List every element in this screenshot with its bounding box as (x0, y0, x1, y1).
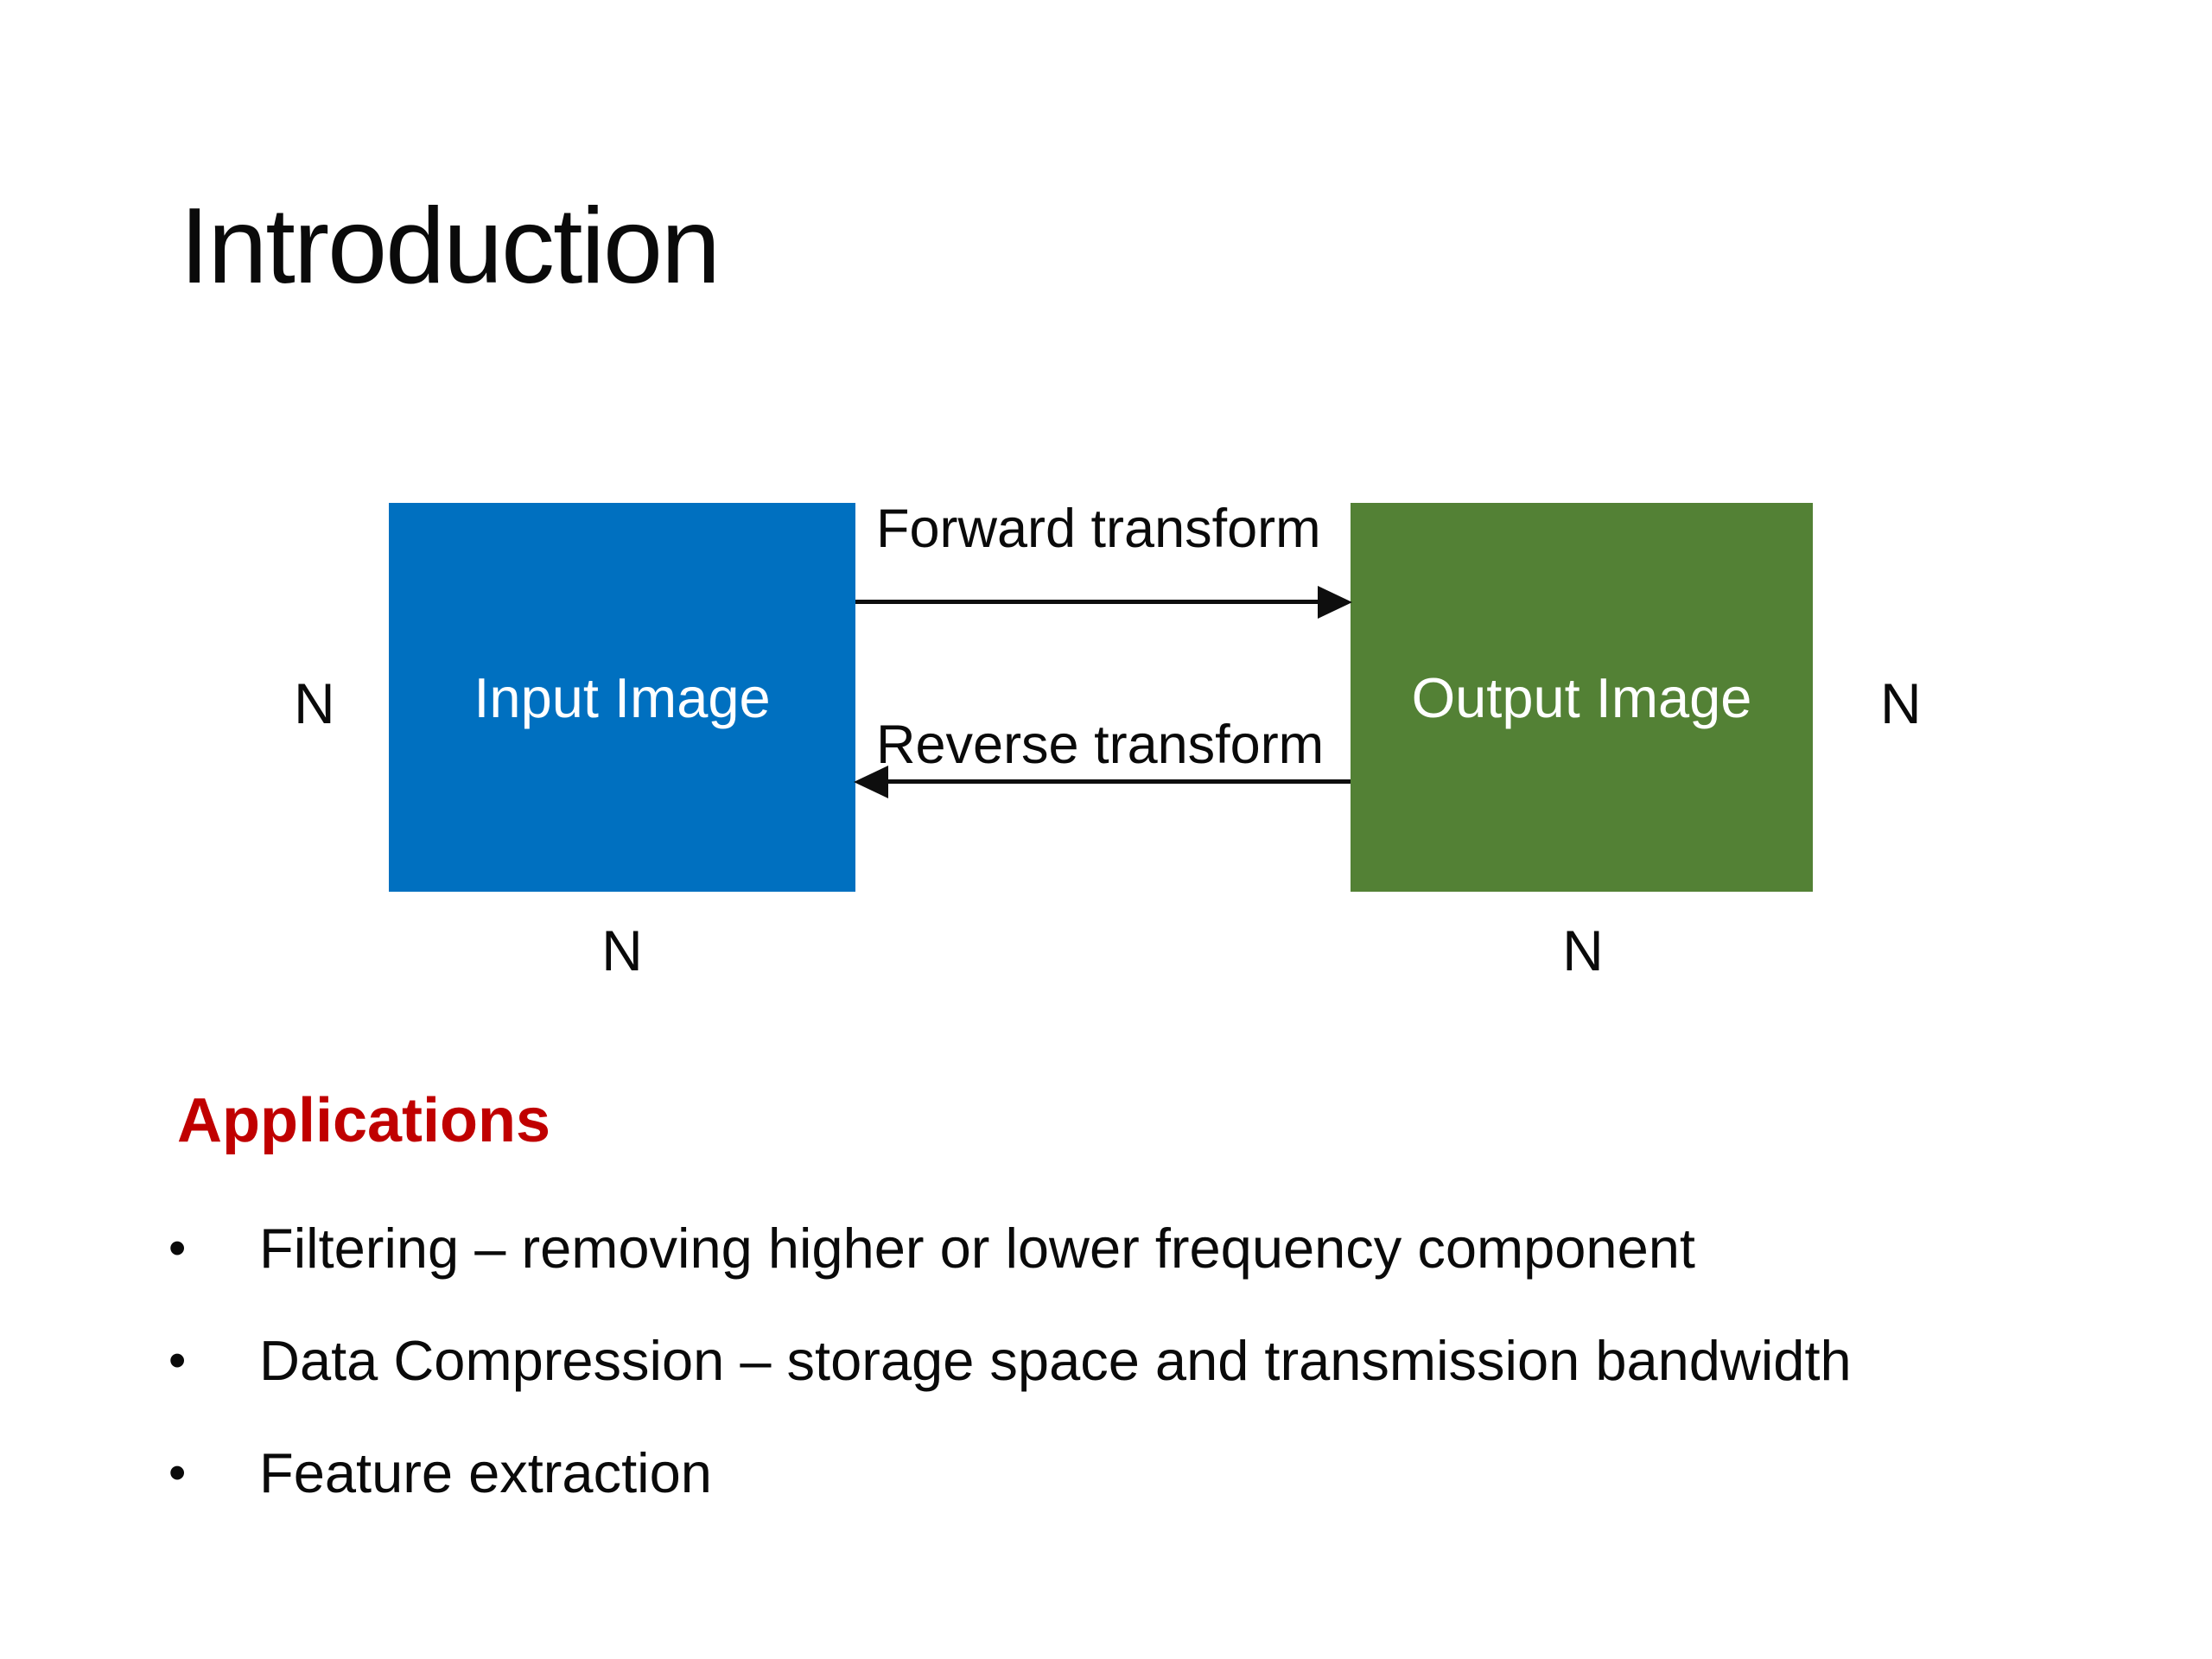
input-image-box: Input Image (389, 503, 855, 892)
forward-arrow-head-icon (1318, 586, 1352, 619)
reverse-transform-label: Reverse transform (876, 715, 1325, 775)
forward-arrow-line (855, 600, 1319, 604)
n-dimension-below-input: N (601, 918, 643, 982)
applications-heading: Applications (177, 1086, 551, 1155)
output-image-label: Output Image (1411, 665, 1752, 729)
n-dimension-left: N (294, 671, 335, 735)
list-item: • Feature extraction (168, 1434, 1852, 1512)
bullet-marker: • (168, 1445, 187, 1501)
n-dimension-right: N (1880, 671, 1922, 735)
bullet-text-data-compression: Data Compression – storage space and tra… (259, 1329, 1852, 1392)
bullet-marker: • (168, 1220, 187, 1276)
n-dimension-below-output: N (1562, 918, 1604, 982)
reverse-arrow-head-icon (854, 766, 888, 798)
reverse-arrow-line (886, 779, 1351, 784)
forward-transform-label: Forward transform (876, 499, 1321, 559)
bullet-text-filtering: Filtering – removing higher or lower fre… (259, 1217, 1695, 1280)
output-image-box: Output Image (1351, 503, 1813, 892)
list-item: • Data Compression – storage space and t… (168, 1322, 1852, 1400)
list-item: • Filtering – removing higher or lower f… (168, 1210, 1852, 1287)
bullet-marker: • (168, 1332, 187, 1389)
applications-bullet-list: • Filtering – removing higher or lower f… (168, 1210, 1852, 1512)
input-image-label: Input Image (474, 665, 771, 729)
slide-title: Introduction (180, 187, 721, 306)
bullet-text-feature-extraction: Feature extraction (259, 1441, 712, 1504)
